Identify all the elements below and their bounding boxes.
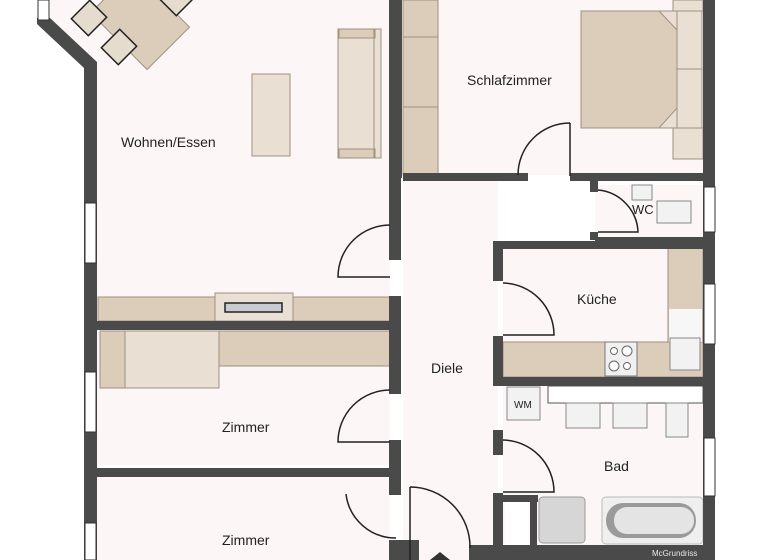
door-swing bbox=[597, 189, 639, 233]
fridge bbox=[669, 309, 702, 342]
window bbox=[84, 371, 97, 433]
tv bbox=[224, 302, 283, 313]
wardrobe bbox=[218, 330, 391, 367]
room-label-zimmer-2: Zimmer bbox=[222, 532, 270, 548]
door-swing bbox=[409, 486, 471, 560]
bath-basin bbox=[612, 402, 648, 429]
bath-basin bbox=[565, 402, 601, 429]
wc-basin bbox=[631, 184, 653, 201]
bedroom-wardrobe bbox=[402, 0, 439, 176]
door-swing bbox=[502, 282, 555, 336]
door-swing bbox=[337, 224, 391, 278]
window bbox=[703, 283, 716, 345]
furniture bbox=[70, 0, 704, 546]
room-label-wohnen: Wohnen/Essen bbox=[121, 134, 216, 150]
room-labels: Wohnen/Essen Schlafzimmer WC Küche Diele… bbox=[121, 72, 697, 558]
window bbox=[84, 522, 97, 560]
credit-label: McGrundriss bbox=[652, 549, 697, 558]
dining-chair bbox=[158, 0, 196, 17]
fixture-label-wm: WM bbox=[514, 400, 532, 411]
dining-chair bbox=[100, 28, 138, 66]
double-bed bbox=[580, 0, 704, 160]
door-swing bbox=[517, 122, 571, 176]
door-swing bbox=[502, 439, 555, 493]
windows bbox=[37, 0, 716, 560]
dining-chair bbox=[70, 0, 108, 37]
window bbox=[703, 186, 716, 233]
kitchen-sink bbox=[669, 337, 701, 371]
entrance-arrow bbox=[430, 552, 450, 560]
stove bbox=[604, 341, 638, 377]
room-label-diele: Diele bbox=[431, 360, 463, 376]
doors bbox=[337, 122, 639, 560]
bath-shelf bbox=[547, 385, 704, 404]
room-label-zimmer-1: Zimmer bbox=[222, 419, 270, 435]
room-label-bad: Bad bbox=[604, 458, 629, 474]
bath-toilet bbox=[665, 402, 689, 438]
room-label-kueche: Küche bbox=[577, 291, 617, 307]
walls bbox=[37, 0, 715, 560]
bathtub bbox=[601, 496, 704, 545]
room-label-wc: WC bbox=[632, 202, 654, 217]
room-label-schlafzimmer: Schlafzimmer bbox=[467, 72, 552, 88]
door-swing bbox=[345, 493, 397, 539]
window bbox=[37, 0, 50, 21]
coffee-table bbox=[251, 73, 291, 157]
window bbox=[84, 202, 97, 264]
door-swing bbox=[337, 389, 391, 443]
shower bbox=[538, 496, 586, 544]
washing-machine bbox=[506, 386, 541, 421]
sofa bbox=[337, 28, 382, 159]
toilet bbox=[656, 200, 692, 224]
window bbox=[703, 437, 716, 497]
shaft bbox=[505, 502, 529, 546]
